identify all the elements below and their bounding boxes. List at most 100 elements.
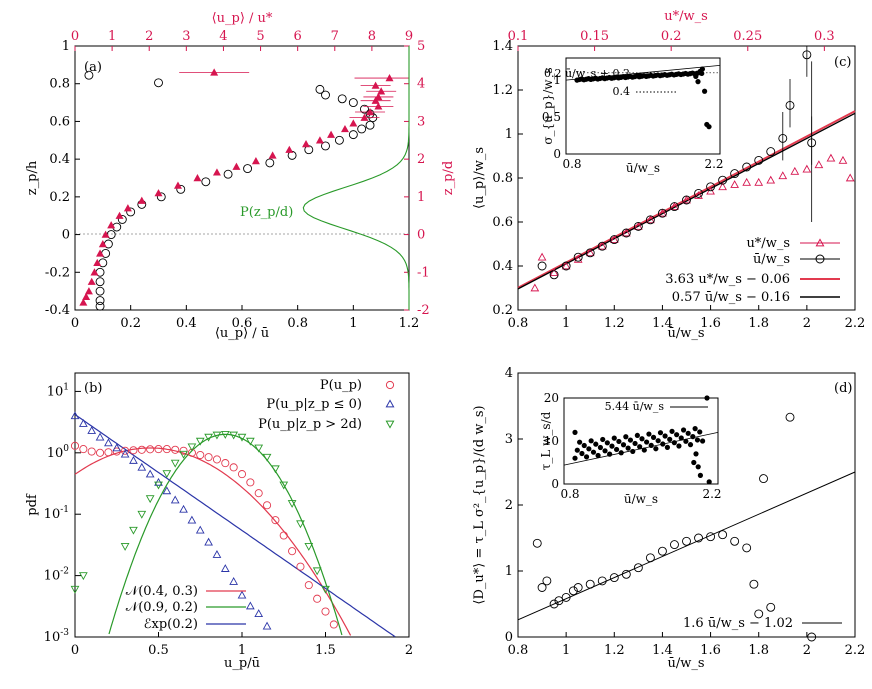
panel-b-circle-point [96, 448, 105, 457]
panel-d-circle-point [561, 592, 571, 602]
panel-b-circle-point [162, 445, 171, 454]
panel-b-legend-marker [385, 399, 395, 408]
panel-c-inset-point [702, 88, 708, 94]
panel-b-ytick-exp: -3 [60, 628, 69, 638]
panel-c-triangle-point [573, 254, 583, 263]
panel-b-tri-up-point [104, 438, 113, 447]
panel-b-tri-up-point [95, 432, 105, 441]
panel-d-xtick-label: 1.4 [652, 643, 673, 658]
panel-d-inset-point [634, 432, 640, 439]
panel-c-triangle-point [621, 228, 631, 237]
panel-a-x2tick-label: 8 [368, 29, 376, 44]
panel-c-legend-marker [815, 254, 825, 264]
panel-a-y2tick-label: 5 [417, 39, 425, 54]
panel-d-inset-point [641, 447, 647, 453]
panel-c-inset-xtick: 0.8 [562, 157, 581, 171]
panel-a-circle-point [348, 130, 358, 140]
panel-c-circle-point [802, 50, 812, 60]
panel-c-ytick-label: 1 [505, 127, 513, 142]
panel-b-tri-down-point [212, 431, 222, 440]
panel-c-inset-point [695, 79, 701, 85]
panel-d-inset-point [625, 445, 631, 451]
panel-d-inset-point [581, 442, 587, 449]
panel-a-triangle-point [87, 277, 96, 285]
panel-d-inset-point [697, 472, 704, 478]
panel-a-points [79, 68, 409, 311]
panel-a-circle-point [95, 277, 105, 287]
panel-a-pdf-label: P(z_p/d) [240, 205, 293, 220]
panel-a-circle-point [243, 164, 253, 174]
panel-c-xtick-label: 1.8 [748, 316, 769, 331]
panel-b-tri-up-point [254, 609, 264, 617]
panel-d-circle-point [597, 576, 607, 586]
panel-c-inset-point [706, 124, 712, 130]
panel-d-xtick-label: 0.8 [508, 643, 529, 658]
panel-b-ytick-label: 101 [47, 382, 69, 399]
panel-b-legend-label: P(u_p) [320, 378, 362, 393]
panel-c-legend-label: 0.57 ū/w_s − 0.16 [672, 290, 790, 305]
panel-d-inset-point [685, 430, 691, 436]
panel-a-y2tick-label: 3 [417, 114, 425, 129]
panel-b-ytick-exp: -2 [60, 567, 69, 577]
panel-a-circle-point [321, 90, 330, 100]
panel-a-triangle-point [101, 230, 110, 238]
panel-a-triangle-point [285, 145, 294, 153]
panel-a-triangle-point [340, 124, 349, 133]
panel-d-inset-point [648, 442, 654, 448]
panel-c-circle-point [682, 195, 691, 205]
panel-c-xtick-label: 0.8 [508, 316, 529, 331]
panel-b-circle-point [246, 478, 255, 487]
panel-d-inset-xtick: 0.8 [560, 487, 579, 501]
panel-b-tri-down-point [162, 470, 172, 479]
panel-c-triangle-point [730, 180, 740, 188]
panel-a-triangle-point [385, 74, 394, 82]
panel-d-inset-point [604, 440, 610, 446]
panel-a-circle-point [348, 98, 358, 108]
panel-c-xtick-label: 1.2 [604, 316, 625, 331]
panel-d-inset-point [680, 427, 687, 433]
panel-b-circle-point [121, 446, 130, 455]
panel-b-tri-up-point [212, 550, 222, 558]
panel-c-triangle-point [766, 175, 776, 184]
panel-d-inset-point [669, 428, 675, 434]
panel-b-xtick-label: 1.5 [315, 643, 336, 658]
panel-c-x2tick-label: 0.25 [733, 29, 762, 44]
panel-b-circle-point [146, 445, 155, 454]
panel-d-inset-legend-label: 5.44 ū/w_s [605, 400, 665, 413]
panel-a-x2tick-label: 3 [182, 29, 190, 44]
panel-b-tri-down-point [296, 520, 305, 529]
panel-c-legend: u*/w_sū/w_s3.63 u*/w_s − 0.060.57 ū/w_s … [665, 236, 840, 305]
panel-b-tri-down-point [287, 500, 297, 508]
panel-c-triangle-point [682, 195, 691, 204]
panel-b-tri-up-point [120, 449, 130, 458]
panel-b-circle-point [321, 607, 330, 616]
panel-d-inset-point [602, 448, 608, 454]
panel-d-inset-point [697, 429, 703, 435]
panel-a-circle-point [365, 120, 375, 130]
panel-c-triangle-point [742, 177, 752, 186]
panel-c-circle-point [718, 175, 728, 185]
panel-c-triangle-point [646, 215, 655, 224]
panel-d-ytick-label: 4 [505, 366, 513, 381]
panel-b-circle-point [87, 447, 96, 456]
panel-c-legend-marker [815, 238, 825, 247]
panel-c-triangle-point [790, 166, 800, 175]
panel-b-circle-point [112, 447, 121, 456]
panel-b-tri-up-point [220, 564, 230, 572]
panel-c-legend-label: ū/w_s [753, 252, 790, 267]
panel-b-legend-label: 𝒩(0.4, 0.3) [126, 584, 198, 599]
panel-b-tri-up-point [78, 418, 88, 427]
panel-c-triangle-point [597, 241, 607, 250]
panel-a-triangle-point [251, 157, 260, 165]
panel-c-xlabel: ū/w_s [667, 326, 704, 341]
panel-a-y2tick-label: 0 [417, 228, 425, 243]
panel-d-xtick-label: 2.2 [845, 643, 866, 658]
panel-a-circle-point [176, 184, 186, 194]
panel-b-tri-down-point [154, 481, 163, 490]
panel-b-ytick-exp: 0 [63, 444, 69, 454]
panel-d-inset-point [577, 439, 583, 445]
panel-a-xtick-label: 0.6 [232, 316, 253, 331]
panel-d-circle-point [657, 546, 667, 556]
panel-d-inset-point [588, 438, 594, 444]
